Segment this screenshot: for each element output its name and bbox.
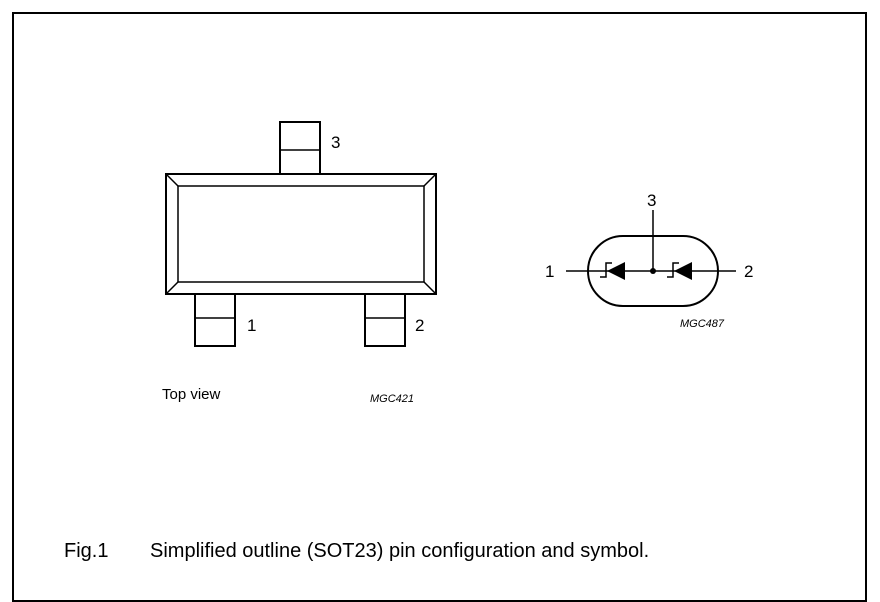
view-label: Top view	[162, 386, 221, 403]
bevel-corner	[165, 173, 179, 187]
symbol-pin-3-label: 3	[647, 191, 656, 210]
bevel-corner	[165, 281, 179, 295]
bevel-corner	[423, 281, 437, 295]
zener-diode-left	[600, 262, 625, 280]
outline-ref-code: MGC421	[370, 393, 414, 405]
figure-number: Fig.1	[64, 540, 109, 562]
symbol-ref-code: MGC487	[680, 318, 725, 330]
zener-diode-right	[667, 262, 692, 280]
junction-dot	[650, 268, 656, 274]
outline-pin-3-label: 3	[331, 133, 340, 152]
package-outline: 3 1 2 Top view MGC421	[162, 121, 437, 405]
symbol-pin-1-label: 1	[545, 262, 554, 281]
outline-pin-1: 1	[194, 293, 256, 347]
outline-pin-2-label: 2	[415, 316, 424, 335]
figure-caption: Simplified outline (SOT23) pin configura…	[150, 540, 650, 562]
diode-symbol: 3 1 2 MGC487	[545, 191, 753, 330]
symbol-pin-2-label: 2	[744, 262, 753, 281]
outline-pin-3: 3	[279, 121, 340, 175]
bevel-corner	[423, 173, 437, 187]
package-body-inner	[177, 185, 425, 283]
package-body-outer	[165, 173, 437, 295]
outline-pin-1-label: 1	[247, 316, 256, 335]
outline-pin-2: 2	[364, 293, 424, 347]
